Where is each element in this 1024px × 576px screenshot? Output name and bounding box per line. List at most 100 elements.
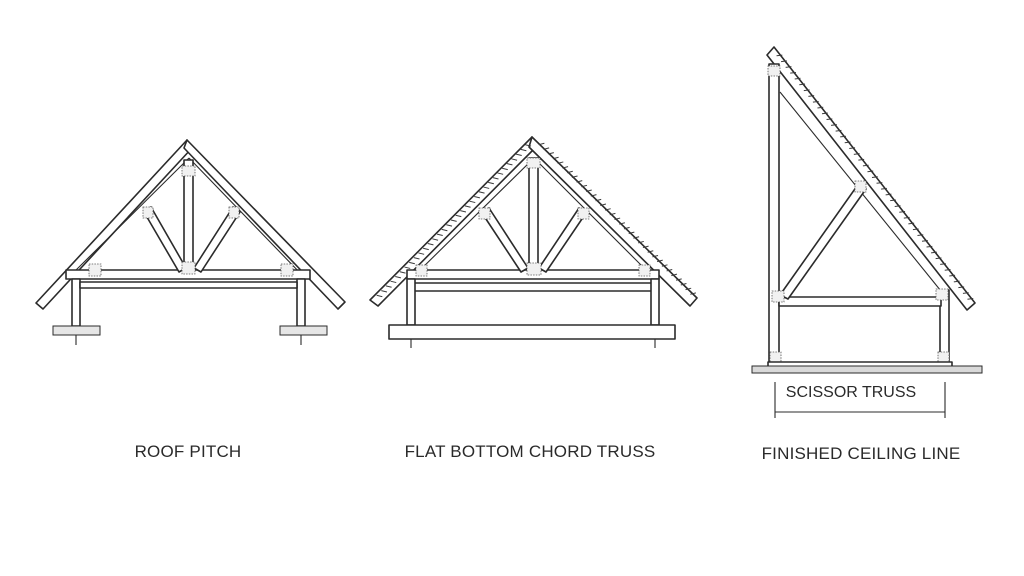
shingle-tick	[680, 283, 687, 286]
caption-roof-pitch: ROOF PITCH	[134, 442, 242, 461]
shingle-tick	[849, 147, 856, 150]
shingle-tick	[623, 226, 630, 230]
right-wall-post	[296, 278, 306, 327]
shingle-tick	[576, 180, 583, 183]
shingle-tick	[385, 285, 392, 288]
roof-pitch-truss	[35, 139, 346, 345]
right-rafter	[183, 139, 346, 310]
shingle-tick	[478, 191, 485, 194]
shingle-tick	[609, 212, 616, 216]
flat-ceiling-chord	[412, 282, 656, 292]
flat-bottom-chord-truss	[369, 136, 698, 348]
shingle-tick	[619, 222, 626, 225]
shingle-tick	[409, 261, 415, 265]
shingle-tick	[501, 167, 508, 171]
shingle-tick	[450, 219, 457, 222]
shingle-tick	[776, 54, 783, 57]
shingle-tick	[666, 269, 673, 272]
shingle-tick	[803, 89, 810, 92]
shingle-tick	[921, 240, 928, 242]
shingle-tick	[931, 251, 937, 254]
shingle-tick	[799, 83, 806, 86]
shingle-tick	[690, 292, 697, 295]
shingle-tick	[455, 214, 462, 218]
shingle-tick	[647, 250, 654, 253]
shingle-tick	[571, 175, 578, 178]
shingle-tick	[581, 184, 588, 188]
shingle-tick	[908, 222, 915, 225]
king-post	[183, 159, 194, 272]
shingle-tick	[885, 193, 892, 196]
shingle-tick	[871, 176, 878, 178]
shingle-tick	[862, 164, 869, 167]
shingle-tick	[464, 205, 471, 208]
shingle-tick	[638, 240, 644, 244]
shingle-tick	[671, 273, 678, 277]
roof-shingles	[376, 142, 697, 298]
shingle-tick	[953, 280, 960, 283]
shingle-tick	[395, 275, 402, 279]
shingle-tick	[840, 135, 847, 138]
shingle-tick	[441, 228, 448, 232]
shingle-tick	[642, 245, 649, 249]
caption-flat-bottom-chord: FLAT BOTTOM CHORD TRUSS	[404, 442, 656, 461]
shingle-tick	[497, 172, 504, 175]
right-bearing-plate	[279, 325, 328, 336]
left-post	[406, 278, 416, 326]
sloped-rafter	[766, 46, 976, 311]
shingle-tick	[488, 181, 494, 185]
shingle-tick	[552, 156, 559, 160]
shingle-tick	[585, 189, 592, 192]
shingle-tick	[520, 148, 527, 152]
shingle-tick	[567, 170, 573, 174]
shingle-tick	[600, 203, 607, 206]
left-bearing-plate	[52, 325, 101, 336]
shingle-tick	[685, 287, 692, 291]
shingle-tick	[390, 280, 397, 284]
shingle-tick	[935, 257, 942, 260]
shingle-tick	[831, 124, 837, 126]
shingle-tick	[912, 228, 919, 231]
shingle-tick	[376, 294, 383, 298]
shingle-tick	[515, 153, 522, 156]
shingle-tick	[633, 236, 640, 239]
ceiling-joist	[79, 281, 298, 289]
shingle-tick	[590, 194, 597, 197]
shingle-tick	[656, 259, 663, 263]
shingle-tick	[826, 118, 833, 121]
shingle-tick	[652, 254, 659, 258]
shingle-tick	[835, 129, 842, 132]
shingle-tick	[538, 142, 545, 146]
tall-post	[768, 63, 780, 365]
roof-shingles	[776, 54, 974, 300]
shingle-tick	[858, 158, 865, 161]
shingle-tick	[812, 100, 819, 103]
shingle-tick	[460, 210, 467, 213]
left-rafter	[369, 136, 537, 307]
shingle-tick	[967, 297, 974, 300]
right-post	[650, 278, 660, 326]
shingle-tick	[821, 112, 828, 115]
shingle-tick	[675, 278, 682, 281]
scissor-truss	[751, 46, 983, 418]
shingle-tick	[867, 170, 874, 173]
shingle-tick	[944, 269, 951, 271]
shingle-tick	[427, 243, 434, 246]
shingle-tick	[894, 205, 901, 207]
shingle-tick	[432, 238, 439, 241]
shingle-tick	[436, 233, 443, 236]
shingle-tick	[958, 286, 965, 289]
shingle-tick	[808, 95, 815, 97]
shingle-tick	[949, 274, 956, 277]
shingle-tick	[548, 152, 554, 155]
shingle-tick	[604, 208, 611, 211]
shingle-tick	[785, 66, 792, 68]
shingle-tick	[483, 186, 490, 189]
shingle-tick	[817, 106, 824, 109]
shingle-tick	[469, 200, 476, 204]
shingle-tick	[525, 144, 532, 147]
shingle-tick	[446, 224, 453, 227]
shingle-tick	[562, 166, 569, 169]
shingle-tick	[890, 199, 897, 202]
